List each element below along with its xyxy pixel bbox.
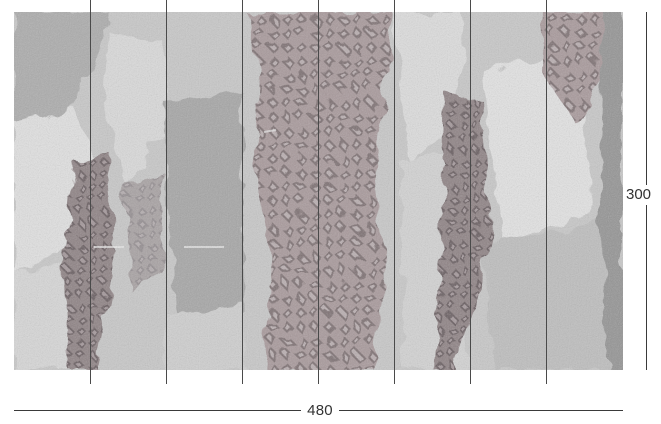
panel-divider	[318, 0, 320, 384]
height-dimension-label: 300	[626, 185, 661, 205]
panel-divider	[90, 0, 92, 384]
width-dimension-label: 480	[301, 402, 339, 420]
panel-divider	[546, 0, 548, 384]
panel-divider	[242, 0, 244, 384]
panel-divider	[394, 0, 396, 384]
panel-divider	[470, 0, 472, 384]
panel-divider	[166, 0, 168, 384]
